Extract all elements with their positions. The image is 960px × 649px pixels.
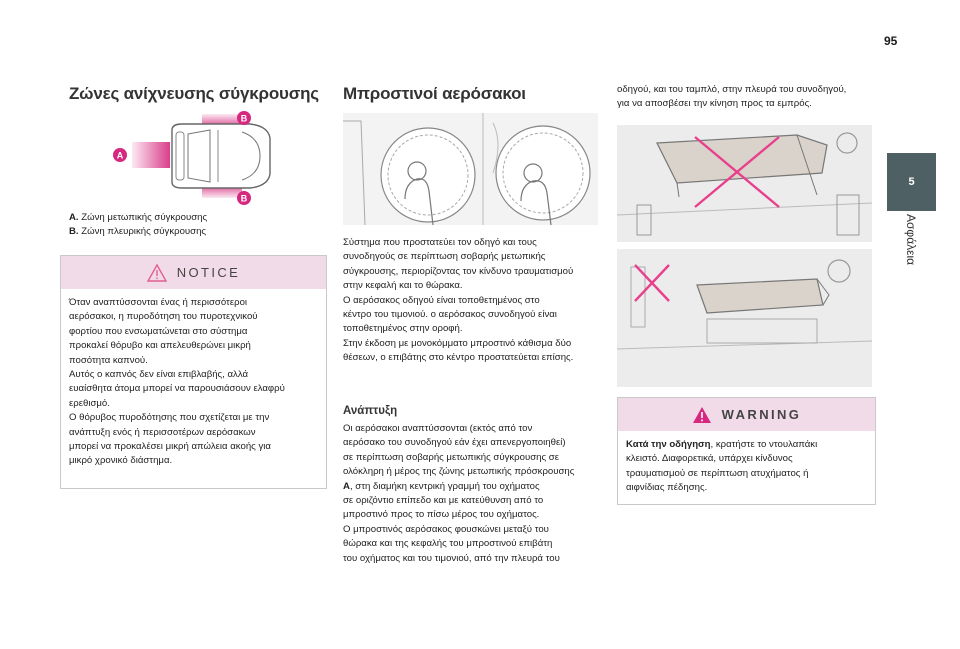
airbag-illustration: [343, 113, 598, 225]
notice-line: μπορεί να προκαλέσει μικρή απώλεια ακοής…: [69, 441, 271, 453]
notice-body: Όταν αναπτύσσονται ένας ή περισσότεροι α…: [61, 289, 326, 475]
legend-text: Ζώνη μετωπικής σύγκρουσης: [81, 212, 208, 223]
intro-line: θέσεων, ο επιβάτης στο κέντρο προστατεύε…: [343, 352, 574, 364]
warning-line: τραυματισμού σε περίπτωση ατυχήματος ή: [626, 467, 809, 479]
intro-line: Στην έκδοση με μονοκόμματο μπροστινό κάθ…: [343, 337, 572, 349]
notice-line: αερόσακοι, η πυροδότηση του πυροτεχνικού: [69, 311, 258, 323]
notice-line: φορτίου που ενσωματώνεται στο σύστημα: [69, 325, 248, 337]
warning-line: κλειστό. Διαφορετικά, υπάρχει κίνδυνος: [626, 453, 793, 465]
chapter-label-text: Ασφάλεια: [904, 214, 918, 266]
right-column-continuation: οδηγού, και του ταμπλό, στην πλευρά του …: [617, 83, 879, 112]
zone-a-marker: A: [117, 151, 124, 161]
notice-box: NOTICE Όταν αναπτύσσονται ένας ή περισσό…: [60, 255, 327, 489]
deployment-heading: Ανάπτυξη: [343, 405, 398, 417]
zone-legend: A. Ζώνη μετωπικής σύγκρουσης B. Ζώνη πλε…: [69, 211, 331, 240]
warning-line: αιφνίδιας πέδησης.: [626, 482, 708, 494]
dashboard-drawing-2: [617, 249, 872, 387]
warning-header: WARNING: [618, 398, 875, 431]
deploy-line: ολόκληρη ή μέρος της ζώνης μετωπικής πρό…: [343, 466, 575, 478]
zone-b-marker-bottom: B: [241, 194, 248, 204]
intro-line: στην κεφαλή και το θώρακα.: [343, 280, 463, 292]
deploy-line: A, στη διαμήκη κεντρική γραμμή του οχήμα…: [343, 480, 605, 494]
front-airbags-title: Μπροστινοί αερόσακοι: [343, 84, 526, 103]
deploy-line: σε οριζόντιο επίπεδο και με κατεύθυνση α…: [343, 495, 544, 507]
middle-column: Μπροστινοί αερόσακοι: [343, 84, 605, 104]
legend-key: A.: [69, 212, 79, 223]
notice-line: Ο θόρυβος πυροδότησης που σχετίζεται με …: [69, 412, 270, 424]
legend-key: B.: [69, 226, 79, 238]
warning-box: WARNING Κατά την οδήγηση, κρατήστε το ντ…: [617, 397, 876, 505]
deploy-line: αερόσακο του συνοδηγού εάν έχει απενεργο…: [343, 437, 566, 449]
warning-line: Κατά την οδήγηση, κρατήστε το ντουλαπάκι: [626, 438, 865, 452]
warning-body: Κατά την οδήγηση, κρατήστε το ντουλαπάκι…: [618, 431, 875, 502]
wrong-position-illustration-1: [617, 125, 872, 242]
legend-item: B. Ζώνη πλευρικής σύγκρουσης: [69, 225, 331, 239]
intro-line: Ο αερόσακος οδηγού είναι τοποθετημένος σ…: [343, 294, 540, 306]
wrong-position-illustration-2: [617, 249, 872, 387]
front-airbags-intro: Σύστημα που προστατεύει τον οδηγό και το…: [343, 236, 605, 366]
notice-line: Όταν αναπτύσσονται ένας ή περισσότεροι: [69, 297, 248, 308]
warning-heading: WARNING: [721, 407, 802, 422]
warning-bold-text: Κατά την οδήγηση: [626, 439, 711, 450]
deploy-line: μπροστινό προς το πίσω μέρος του οχήματο…: [343, 509, 540, 521]
notice-line: ανάπτυξη ενός ή περισσοτέρων αερόσακων: [69, 426, 256, 438]
notice-line: προκαλεί θόρυβο και απελευθερώνει μικρή: [69, 340, 251, 352]
intro-line: τοποθετημένος στην οροφή.: [343, 323, 463, 335]
cont-line: για να αποσβέσει την κίνηση προς τα εμπρ…: [617, 98, 812, 110]
notice-line: Αυτός ο καπνός δεν είναι επιβλαβής, αλλά: [69, 369, 249, 381]
detection-zones-title: Ζώνες ανίχνευσης σύγκρουσης: [69, 84, 319, 103]
notice-warning-icon: [146, 263, 167, 282]
legend-item: A. Ζώνη μετωπικής σύγκρουσης: [69, 211, 331, 225]
left-column: Ζώνες ανίχνευσης σύγκρουσης: [69, 84, 331, 104]
notice-line: ερεθισμό.: [69, 397, 110, 409]
chapter-tab: 5: [887, 153, 936, 211]
notice-line: ποσότητα καπνού.: [69, 354, 148, 366]
deploy-line: του οχήματος και του τιμονιού, από την π…: [343, 552, 560, 564]
intro-line: κέντρο του τιμονιού. ο αερόσακος συνοδηγ…: [343, 309, 557, 321]
airbag-drawing: [343, 113, 598, 225]
zone-b-marker-top: B: [241, 114, 248, 124]
intro-line: Σύστημα που προστατεύει τον οδηγό και το…: [343, 237, 537, 248]
page-number: 95: [884, 34, 898, 48]
warning-first-rest: , κρατήστε το ντουλαπάκι: [710, 439, 818, 450]
dashboard-drawing-1: [617, 125, 872, 242]
notice-line: ευαίσθητα άτομα μπορεί να παρουσιάσουν ε…: [69, 383, 285, 395]
deployment-text: Οι αερόσακοι αναπτύσσονται (εκτός από το…: [343, 422, 605, 566]
deploy-line: Ο μπροστινός αερόσακος φουσκώνει μεταξύ …: [343, 523, 549, 535]
notice-header: NOTICE: [61, 256, 326, 289]
cont-line: οδηγού, και του ταμπλό, στην πλευρά του …: [617, 84, 847, 95]
deploy-line: θώρακα και της κεφαλής του μπροστινού επ…: [343, 538, 553, 550]
zone-a-ref: A: [343, 480, 350, 492]
deploy-line-rest: , στη διαμήκη κεντρική γραμμή του οχήματ…: [349, 480, 540, 492]
warning-triangle-icon: [692, 406, 711, 423]
notice-line: μικρό χρονικό διάστημα.: [69, 455, 173, 467]
intro-line: συνοδηγούς σε περίπτωση σοβαρής μετωπική…: [343, 251, 546, 263]
notice-heading: NOTICE: [176, 265, 241, 280]
chapter-label: Ασφάλεια: [896, 214, 926, 294]
deploy-line: σε περίπτωση σοβαρής μετωπικής σύγκρουση…: [343, 451, 559, 463]
deploy-line: Οι αερόσακοι αναπτύσσονται (εκτός από το…: [343, 423, 533, 434]
intro-line: σύγκρουσης, περιορίζοντας τον κίνδυνο τρ…: [343, 265, 574, 277]
legend-text: Ζώνη πλευρικής σύγκρουσης: [81, 226, 207, 238]
car-top-view-illustration: A B B: [113, 111, 271, 205]
deployment-section: Ανάπτυξη Οι αερόσακοι αναπτύσσονται (εκτ…: [343, 405, 605, 566]
